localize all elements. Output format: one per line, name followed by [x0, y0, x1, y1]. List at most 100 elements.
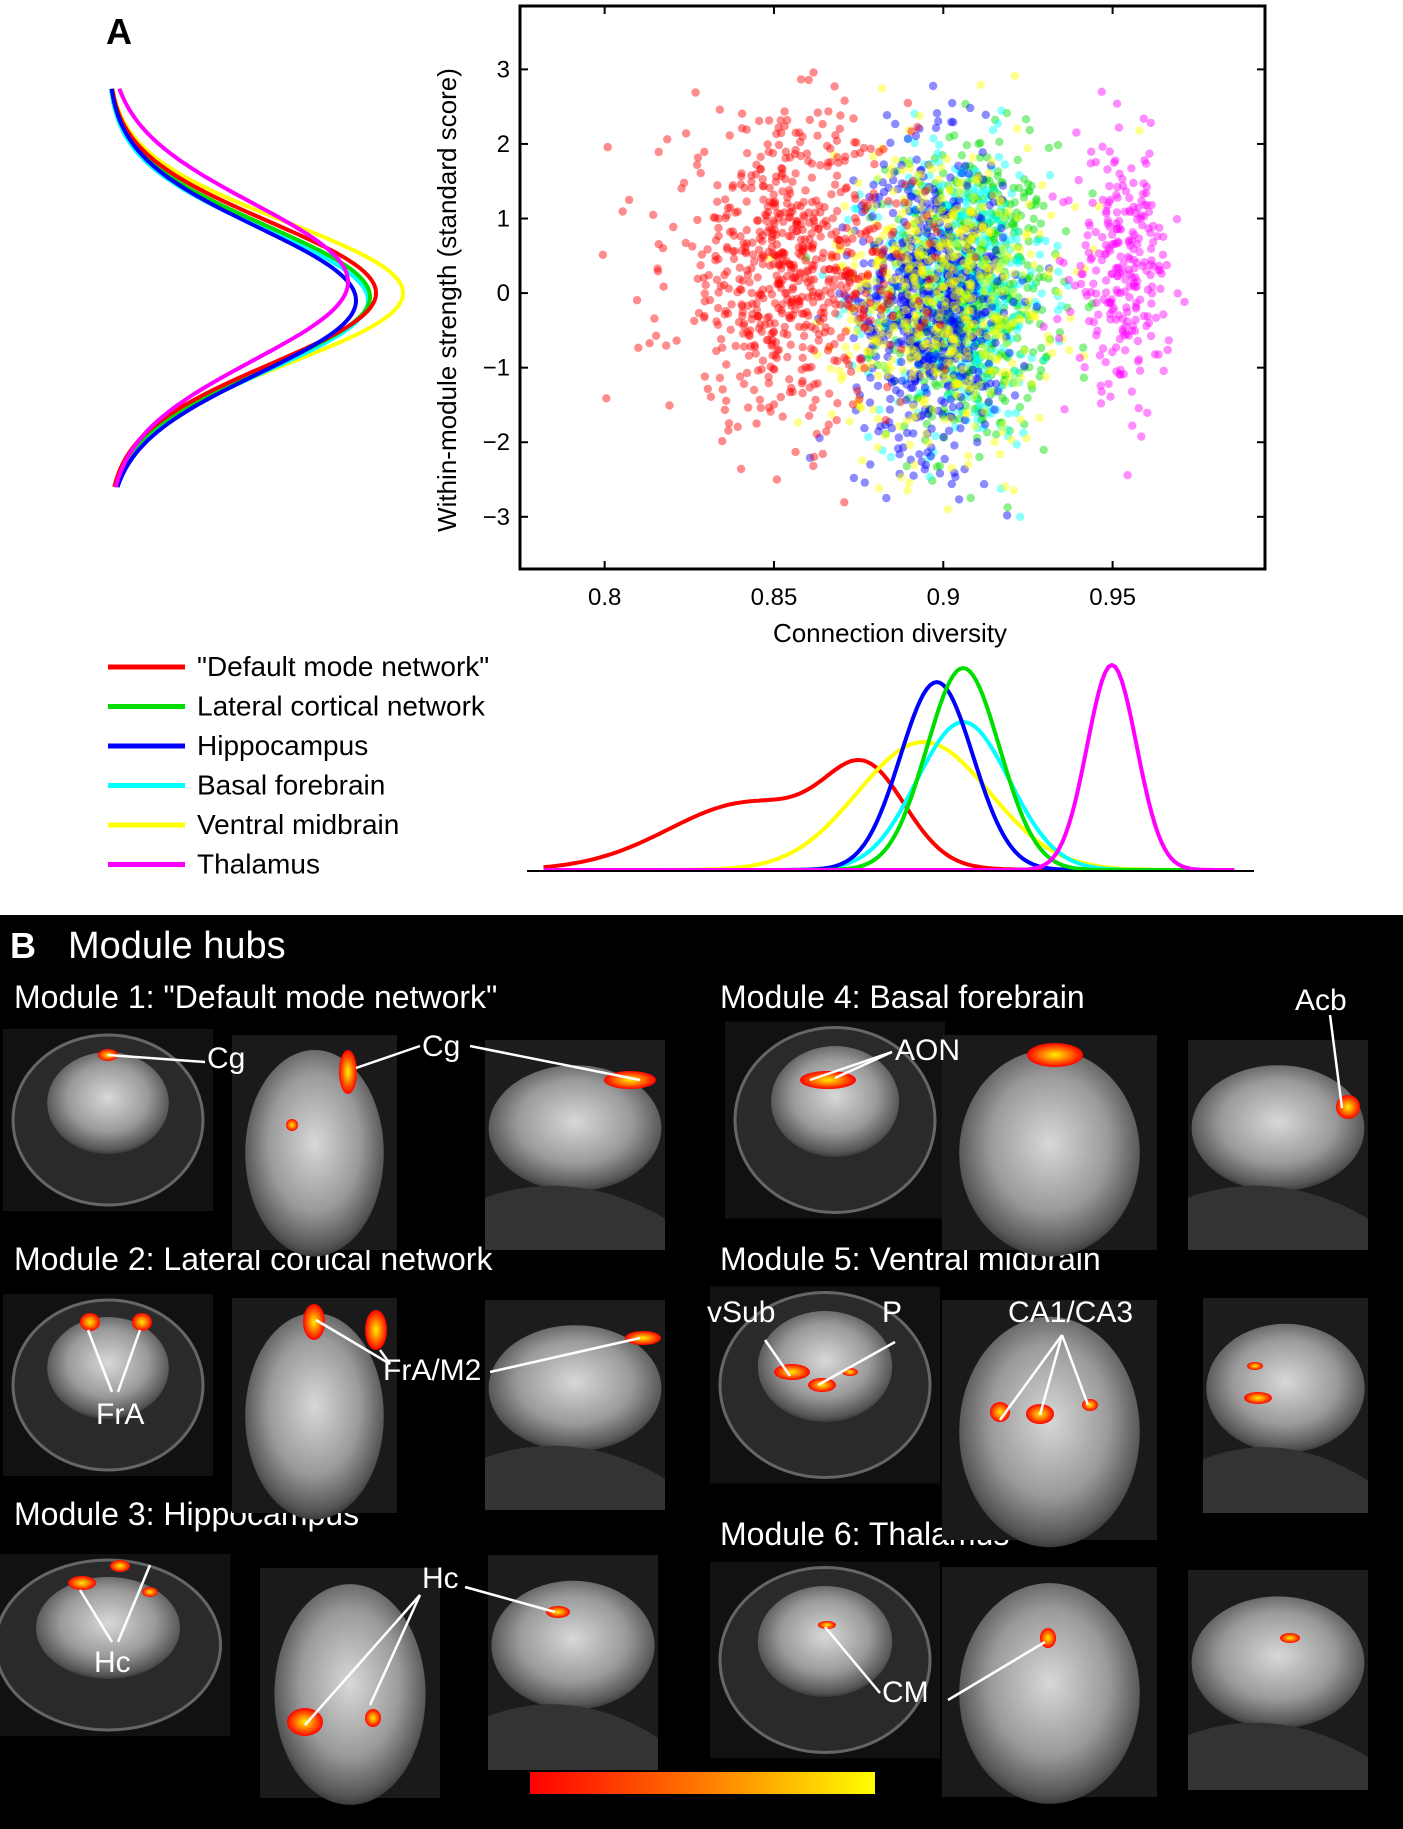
scatter-point: [1020, 363, 1029, 372]
scatter-point: [971, 176, 980, 185]
scatter-point: [892, 319, 901, 328]
scatter-point: [920, 160, 929, 169]
scatter-point: [952, 371, 961, 381]
scatter-point: [900, 233, 909, 242]
scatter-point: [915, 388, 924, 398]
scatter-point: [1048, 192, 1057, 201]
scatter-point: [965, 369, 974, 378]
scatter-point: [940, 265, 949, 274]
scatter-point: [929, 270, 938, 279]
scatter-point: [882, 298, 891, 308]
scatter-point: [973, 309, 983, 318]
scatter-point: [906, 183, 915, 192]
scatter-point: [883, 382, 892, 392]
scatter-point: [1023, 144, 1032, 153]
scatter-point: [865, 350, 874, 360]
scatter-point: [941, 201, 950, 210]
scatter-point: [904, 263, 914, 272]
scatter-point: [1084, 218, 1094, 227]
scatter-point: [791, 447, 800, 457]
scatter-point: [1007, 297, 1017, 306]
scatter-point: [914, 360, 923, 369]
scatter-point: [968, 348, 977, 357]
scatter-point: [1143, 408, 1152, 417]
scatter-point: [853, 324, 862, 333]
scatter-point: [836, 375, 846, 384]
scatter-point: [968, 271, 978, 281]
scatter-point: [791, 219, 801, 228]
scatter-point: [917, 457, 926, 466]
scatter-point: [922, 207, 931, 217]
scatter-point: [852, 217, 861, 227]
scatter-point: [1173, 289, 1182, 298]
scatter-point: [965, 292, 975, 302]
scatter-point: [845, 417, 854, 426]
scatter-point: [659, 282, 668, 291]
scatter-point: [971, 390, 981, 400]
scatter-point: [979, 423, 988, 432]
scatter-point: [1180, 297, 1189, 307]
scatter-point: [891, 119, 900, 129]
scatter-point: [961, 283, 971, 292]
scatter-point: [952, 338, 961, 347]
scatter-point: [1084, 303, 1094, 312]
scatter-point: [968, 324, 978, 334]
scatter-point: [650, 314, 659, 323]
scatter-point: [990, 437, 999, 447]
scatter-point: [1010, 198, 1019, 207]
scatter-point: [878, 446, 887, 455]
scatter-point: [963, 330, 972, 340]
scatter-point: [950, 335, 959, 344]
scatter-point: [873, 381, 883, 391]
scatter-point: [930, 363, 940, 372]
scatter-point: [987, 285, 996, 295]
scatter-point: [971, 381, 980, 390]
scatter-point: [1022, 301, 1032, 310]
scatter-point: [972, 218, 981, 227]
scatter-point: [956, 315, 965, 324]
scatter-point: [1026, 250, 1036, 259]
scatter-point: [964, 314, 973, 323]
scatter-point: [937, 396, 946, 405]
coronal-slice-brain: [757, 1586, 893, 1697]
scatter-point: [777, 128, 786, 138]
scatter-point: [958, 312, 968, 321]
scatter-point: [992, 298, 1001, 308]
scatter-point: [747, 288, 756, 298]
scatter-point: [988, 183, 998, 192]
scatter-point: [908, 344, 917, 353]
scatter-point: [957, 301, 967, 310]
scatter-point: [850, 261, 859, 270]
y-tick-label: −3: [483, 504, 510, 531]
scatter-point: [1025, 316, 1034, 325]
scatter-point: [1053, 292, 1063, 301]
scatter-point: [988, 216, 997, 225]
scatter-point: [1027, 353, 1036, 363]
scatter-point: [952, 201, 961, 210]
scatter-point: [887, 230, 896, 240]
scatter-point: [979, 258, 988, 267]
scatter-point: [985, 402, 995, 412]
scatter-point: [951, 329, 960, 338]
scatter-point: [976, 213, 986, 222]
scatter-point: [906, 383, 916, 393]
scatter-point: [898, 254, 908, 263]
scatter-point: [849, 473, 859, 483]
scatter-point: [1017, 271, 1026, 281]
scatter-point: [1017, 301, 1026, 310]
scatter-point: [970, 253, 979, 263]
scatter-point: [835, 300, 845, 309]
axial-slice-brain: [959, 1050, 1140, 1257]
scatter-point: [932, 292, 941, 301]
scatter-point: [981, 255, 991, 264]
axial-slice-brain: [959, 1583, 1140, 1804]
scatter-point: [945, 276, 954, 285]
scatter-point: [961, 319, 970, 328]
scatter-point: [923, 307, 933, 316]
scatter-point: [864, 432, 873, 442]
scatter-point: [949, 377, 959, 386]
scatter-point: [944, 181, 953, 190]
scatter-point: [807, 362, 816, 372]
scatter-point: [911, 346, 920, 355]
scatter-point: [649, 210, 658, 219]
